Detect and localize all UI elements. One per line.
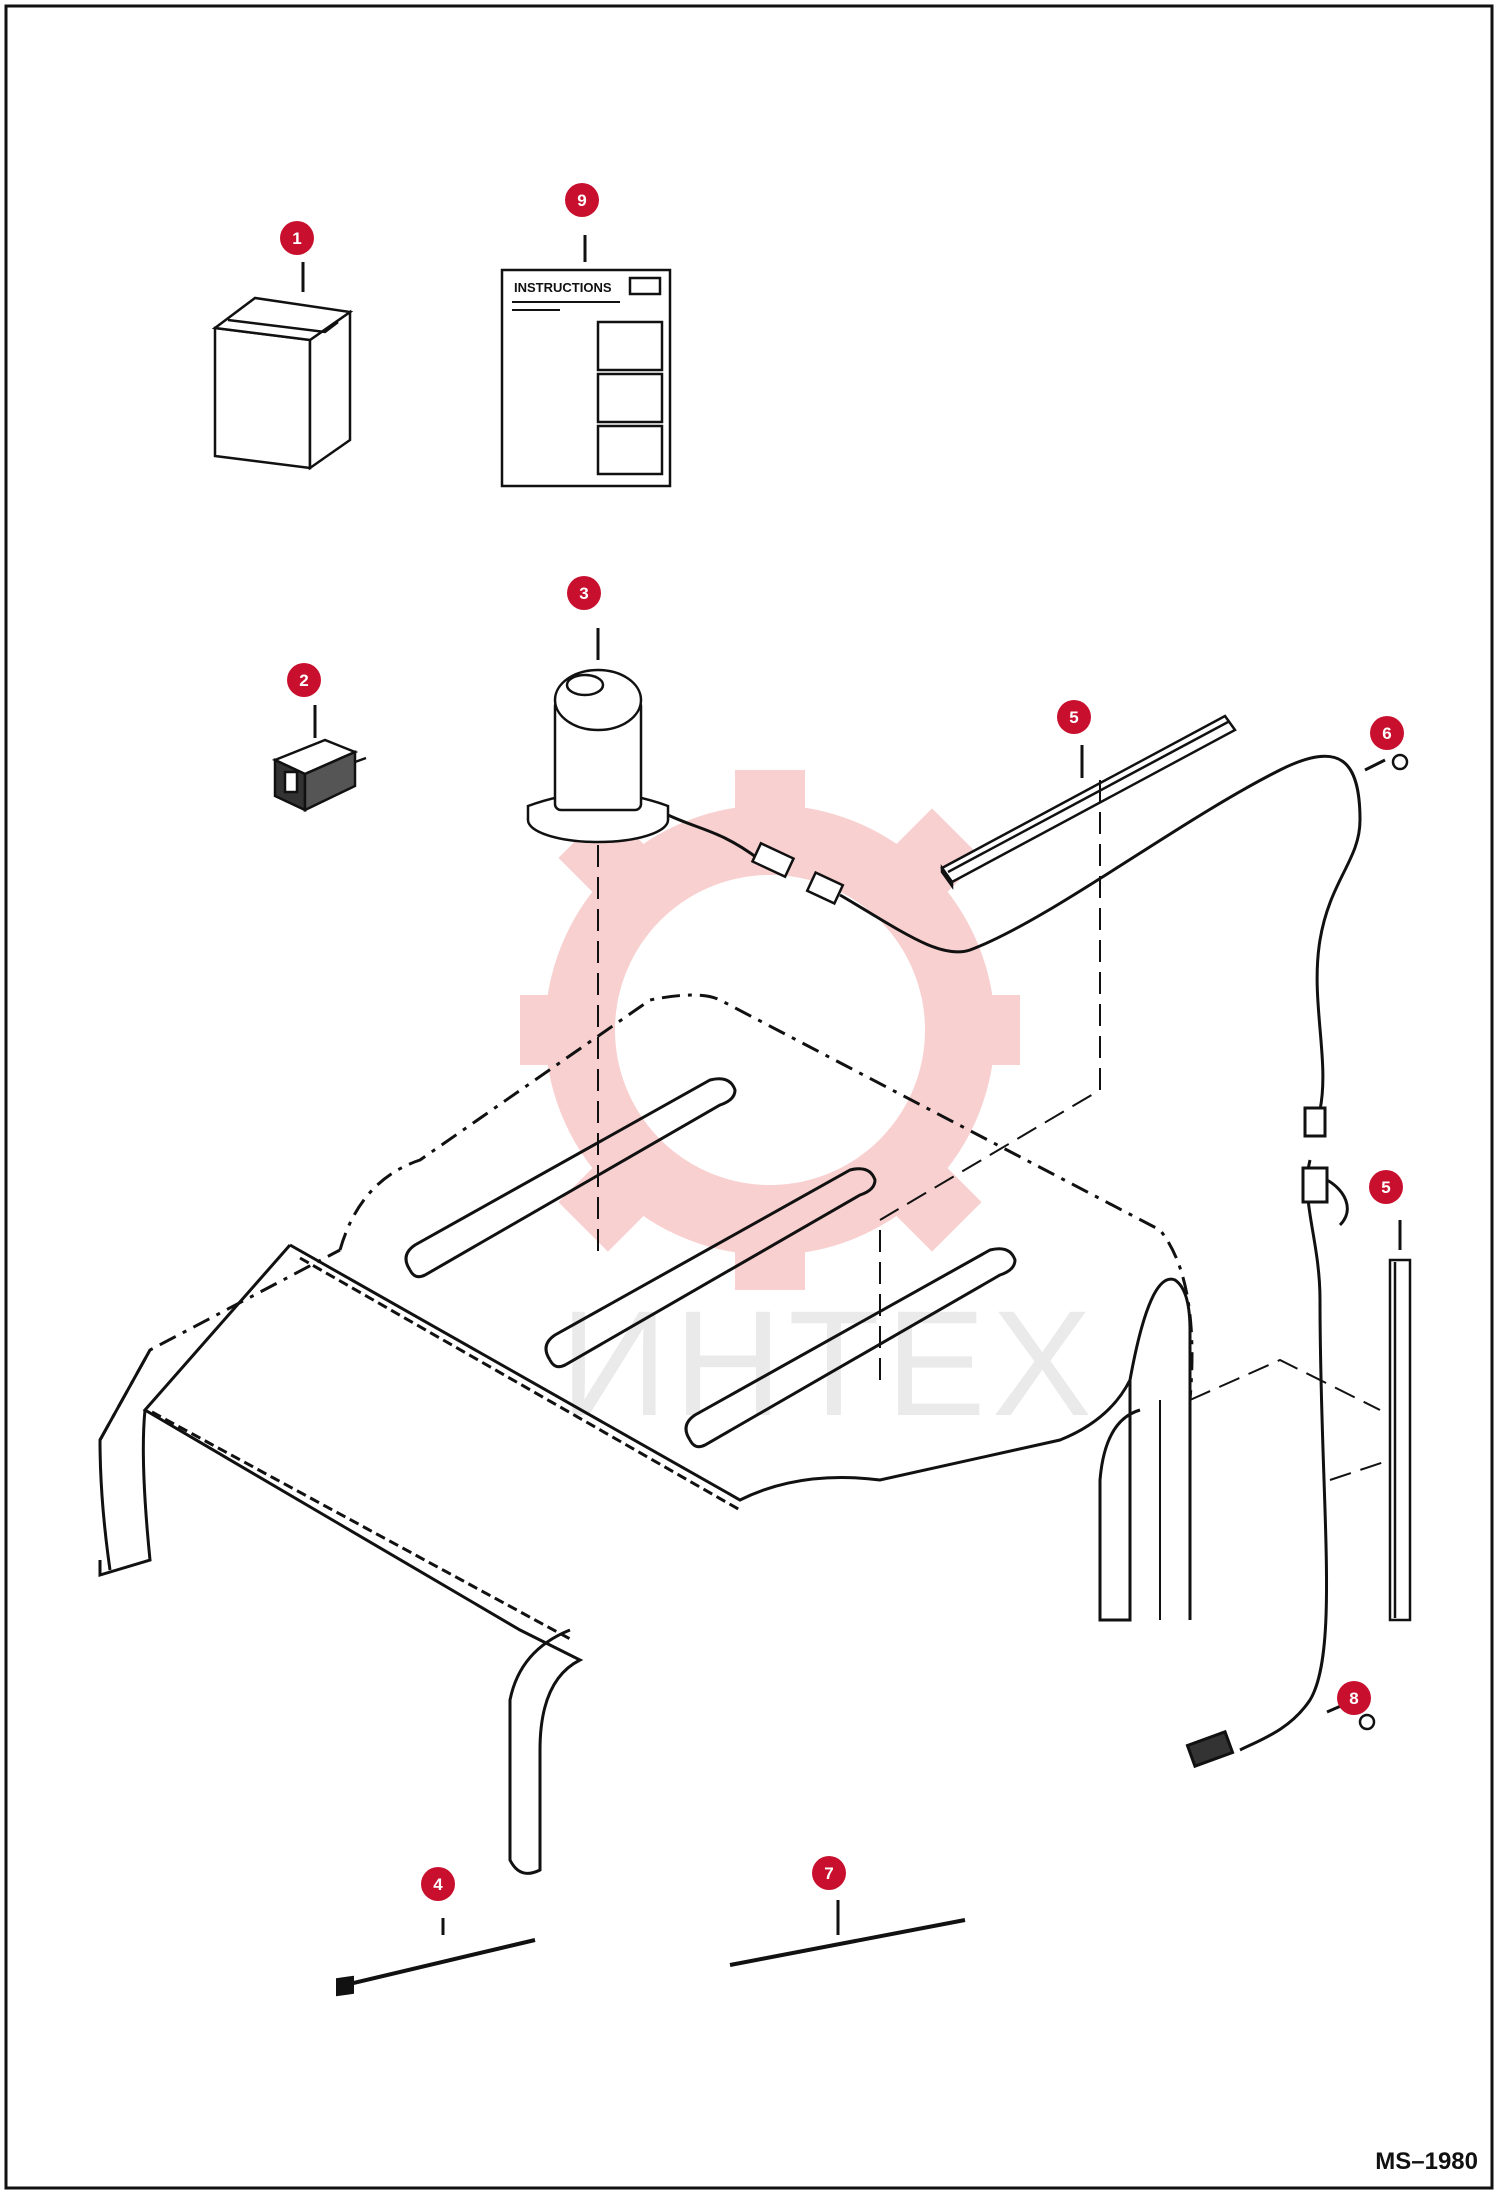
instructions-sheet: INSTRUCTIONS [500,268,672,488]
svg-text:6: 6 [1382,724,1391,743]
leader-6 [1364,758,1386,772]
edge-trim-strip [940,714,1237,890]
cable-tie-short [336,1938,536,1997]
cab-roof [98,780,1391,1875]
svg-text:4: 4 [433,1875,443,1894]
box-package [211,296,354,471]
washer [1358,753,1409,1731]
cable-tie-long [729,1918,966,1967]
callout-5a: 5 [1057,700,1091,734]
svg-text:2: 2 [299,671,308,690]
svg-text:9: 9 [577,191,586,210]
edge-trim-strip-vertical [1388,1258,1412,1622]
rocker-switch [271,738,367,812]
drawing-code: MS–1980 [1375,2148,1478,2175]
callout-3: 3 [567,576,601,610]
callout-9: 9 [565,183,599,217]
svg-text:3: 3 [579,584,588,603]
callout-8: 8 [1337,1681,1371,1715]
beacon-light [526,668,845,906]
watermark-text: ИНТЕХ [560,1279,1098,1447]
callout-7: 7 [812,1856,846,1890]
watermark-logo: ИНТЕХ [520,770,1098,1447]
callout-badges: 1 2 3 4 5 5 6 7 8 9 [280,183,1404,1901]
svg-text:5: 5 [1069,708,1078,727]
callout-6: 6 [1370,716,1404,750]
svg-text:7: 7 [824,1864,833,1883]
diagram-border [4,4,1494,2190]
callout-5b: 5 [1369,1170,1403,1204]
callout-1: 1 [280,221,314,255]
callout-2: 2 [287,663,321,697]
callout-4: 4 [421,1867,455,1901]
svg-text:1: 1 [292,229,301,248]
svg-text:8: 8 [1349,1689,1358,1708]
wire-harness [839,754,1362,1769]
instructions-title: INSTRUCTIONS [514,280,612,295]
svg-text:5: 5 [1381,1178,1390,1197]
